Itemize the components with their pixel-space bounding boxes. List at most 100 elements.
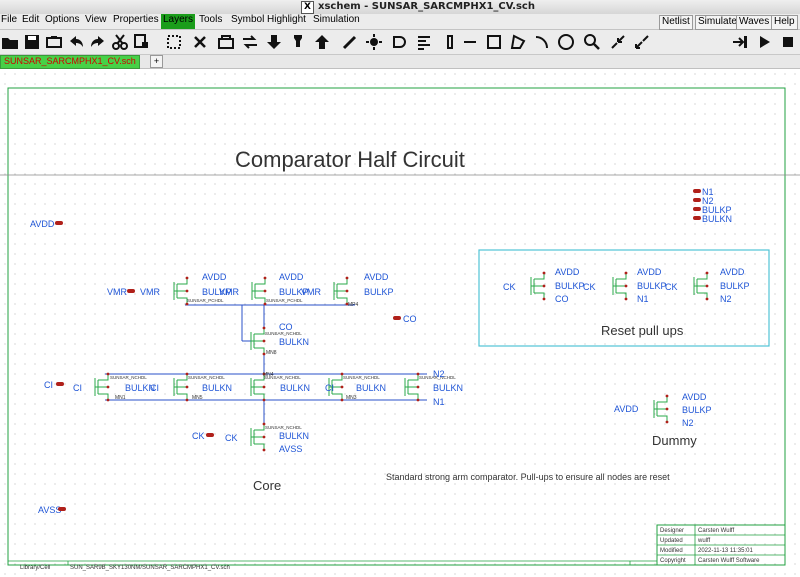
svg-text:VMR: VMR <box>301 287 322 297</box>
transistor-mn1[interactable]: CI BULKN SUNSAR_NCHDL MN1 <box>73 372 155 402</box>
menu-simulate[interactable]: Simulate <box>695 15 740 30</box>
svg-text:CK: CK <box>583 282 596 292</box>
menu-file[interactable]: File <box>1 14 18 25</box>
svg-text:SUNSAR_PCHDL: SUNSAR_PCHDL <box>266 298 303 303</box>
titleblock-designer-label: Designer <box>660 528 684 534</box>
redo-icon[interactable] <box>88 32 108 52</box>
port-avdd-marker[interactable] <box>55 221 63 225</box>
titleblock-copyright: Carsten Wulff Software <box>698 558 760 564</box>
folder-open-icon[interactable] <box>0 32 20 52</box>
menu-help[interactable]: Help <box>771 15 798 30</box>
transistor-reset-2[interactable]: CK AVDD BULKP N1 <box>583 267 667 304</box>
transistor-mn-right[interactable]: BULKN SUNSAR_NCHDL <box>404 372 463 402</box>
zoom-out-icon[interactable] <box>608 32 628 52</box>
port-ci-label: CI <box>44 380 53 390</box>
play-icon[interactable] <box>754 32 774 52</box>
title-block: Designer Carsten Wulff Updated wulff Mod… <box>8 524 786 571</box>
highlight-icon[interactable] <box>364 32 384 52</box>
reset-pullups-box <box>478 249 770 347</box>
tab-bar: SUNSAR_SARCMPHX1_CV.sch + <box>0 55 800 69</box>
app-icon: X <box>301 1 314 14</box>
reset-pullups-label: Reset pull ups <box>601 323 684 338</box>
add-tab-button[interactable]: + <box>150 55 163 68</box>
rect-icon[interactable] <box>484 32 504 52</box>
resistor-icon[interactable] <box>440 32 460 52</box>
transistor-reset-1[interactable]: CK AVDD BULKP CO <box>503 267 585 304</box>
menu-symbol[interactable]: Symbol <box>231 14 265 25</box>
port-ci-marker[interactable] <box>56 382 64 386</box>
menu-view[interactable]: View <box>85 14 107 25</box>
menu-netlist[interactable]: Netlist <box>659 15 693 30</box>
polygon-icon[interactable] <box>508 32 528 52</box>
zoom-in-icon[interactable] <box>632 32 652 52</box>
line-icon[interactable] <box>460 32 480 52</box>
schematic-canvas[interactable]: Comparator Half Circuit N1 N2 BULKP BULK… <box>0 69 800 577</box>
zoom-icon[interactable] <box>582 32 602 52</box>
arc-icon[interactable] <box>532 32 552 52</box>
move-up-icon[interactable] <box>312 32 332 52</box>
menu-highlight[interactable]: Highlight <box>267 14 306 25</box>
tab-schematic[interactable]: SUNSAR_SARCMPHX1_CV.sch <box>0 55 140 69</box>
move-down-icon[interactable] <box>264 32 284 52</box>
menu-waves[interactable]: Waves <box>736 15 773 30</box>
transistor-mp4[interactable]: VMR AVDD BULKP MP4 <box>301 272 394 308</box>
titleblock-updated: wulff <box>697 538 711 544</box>
svg-text:AVDD: AVDD <box>614 404 639 414</box>
transistor-mp-vmr2[interactable]: VMR AVDD BULKP SUNSAR_PCHDL <box>219 272 309 306</box>
pin-n1-marker[interactable] <box>693 189 701 193</box>
port-avss-marker[interactable] <box>58 507 66 511</box>
pin-bulkp-marker[interactable] <box>693 207 701 211</box>
window-titlebar: X xschem - SUNSAR_SARCMPHX1_CV.sch <box>0 0 800 15</box>
menu-tools[interactable]: Tools <box>199 14 223 25</box>
place-pin-icon[interactable] <box>288 32 308 52</box>
copy-icon[interactable] <box>132 32 152 52</box>
reload-icon[interactable] <box>44 32 64 52</box>
pin-bulkn-marker[interactable] <box>693 216 701 220</box>
svg-text:AVDD: AVDD <box>720 267 745 277</box>
svg-text:MN3: MN3 <box>346 395 357 401</box>
svg-text:CI: CI <box>73 383 82 393</box>
paste-icon[interactable] <box>164 32 184 52</box>
svg-text:MN8: MN8 <box>266 350 277 356</box>
circle-icon[interactable] <box>556 32 576 52</box>
save-icon[interactable] <box>22 32 42 52</box>
svg-text:AVDD: AVDD <box>637 267 662 277</box>
transistor-mn5[interactable]: CI BULKN SUNSAR_NCHDL MN5 <box>150 372 232 402</box>
svg-text:SUNSAR_PCHDL: SUNSAR_PCHDL <box>187 298 224 303</box>
menu-bar: File Edit Options View Properties Layers… <box>0 14 800 30</box>
titleblock-library: SUN_SAR9B_SKY130NM/SUNSAR_SARCMPHX1_CV.s… <box>70 565 230 571</box>
port-avss-label: AVSS <box>38 505 61 515</box>
port-vmr-marker[interactable] <box>127 289 135 293</box>
svg-text:BULKP: BULKP <box>279 287 309 297</box>
delete-icon[interactable] <box>190 32 210 52</box>
push-icon[interactable] <box>730 32 750 52</box>
pin-bulkn-label: BULKN <box>702 214 732 224</box>
pin-n2-marker[interactable] <box>693 198 701 202</box>
netlabel-icon[interactable] <box>414 32 434 52</box>
port-co-marker[interactable] <box>393 316 401 320</box>
flip-icon[interactable] <box>240 32 260 52</box>
undo-icon[interactable] <box>66 32 86 52</box>
menu-options[interactable]: Options <box>45 14 80 25</box>
cut-icon[interactable] <box>110 32 130 52</box>
stop-icon[interactable] <box>778 32 798 52</box>
menu-edit[interactable]: Edit <box>22 14 40 25</box>
svg-text:N2: N2 <box>720 294 732 304</box>
menu-simulation[interactable]: Simulation <box>313 14 360 25</box>
place-symbol-icon[interactable] <box>216 32 236 52</box>
svg-text:BULKN: BULKN <box>433 383 463 393</box>
draw-wire-icon[interactable] <box>340 32 360 52</box>
transistor-mn3[interactable]: CI BULKN SUNSAR_NCHDL MN3 <box>325 372 386 402</box>
transistor-reset-3[interactable]: CK AVDD BULKP N2 <box>665 267 750 304</box>
transistor-mn8[interactable]: CO BULKN SUNSAR_NCHDL MN8 <box>250 322 309 356</box>
menu-properties[interactable]: Properties <box>113 14 159 25</box>
menu-layers[interactable]: Layers <box>161 14 196 29</box>
transistor-ck-tail[interactable]: CK BULKN AVSS SUNSAR_NCHDL <box>225 422 309 454</box>
transistor-dummy[interactable]: AVDD AVDD BULKP N2 <box>614 392 712 428</box>
transistor-mp-vmr1[interactable]: VMR AVDD BULKP SUNSAR_PCHDL <box>140 272 232 306</box>
port-ck-marker[interactable] <box>206 433 214 437</box>
svg-text:N2: N2 <box>682 418 694 428</box>
svg-text:MN5: MN5 <box>192 395 203 401</box>
transistor-mn4[interactable]: BULKN SUNSAR_NCHDL MN4 <box>250 372 310 402</box>
logic-gate-icon[interactable] <box>390 32 410 52</box>
